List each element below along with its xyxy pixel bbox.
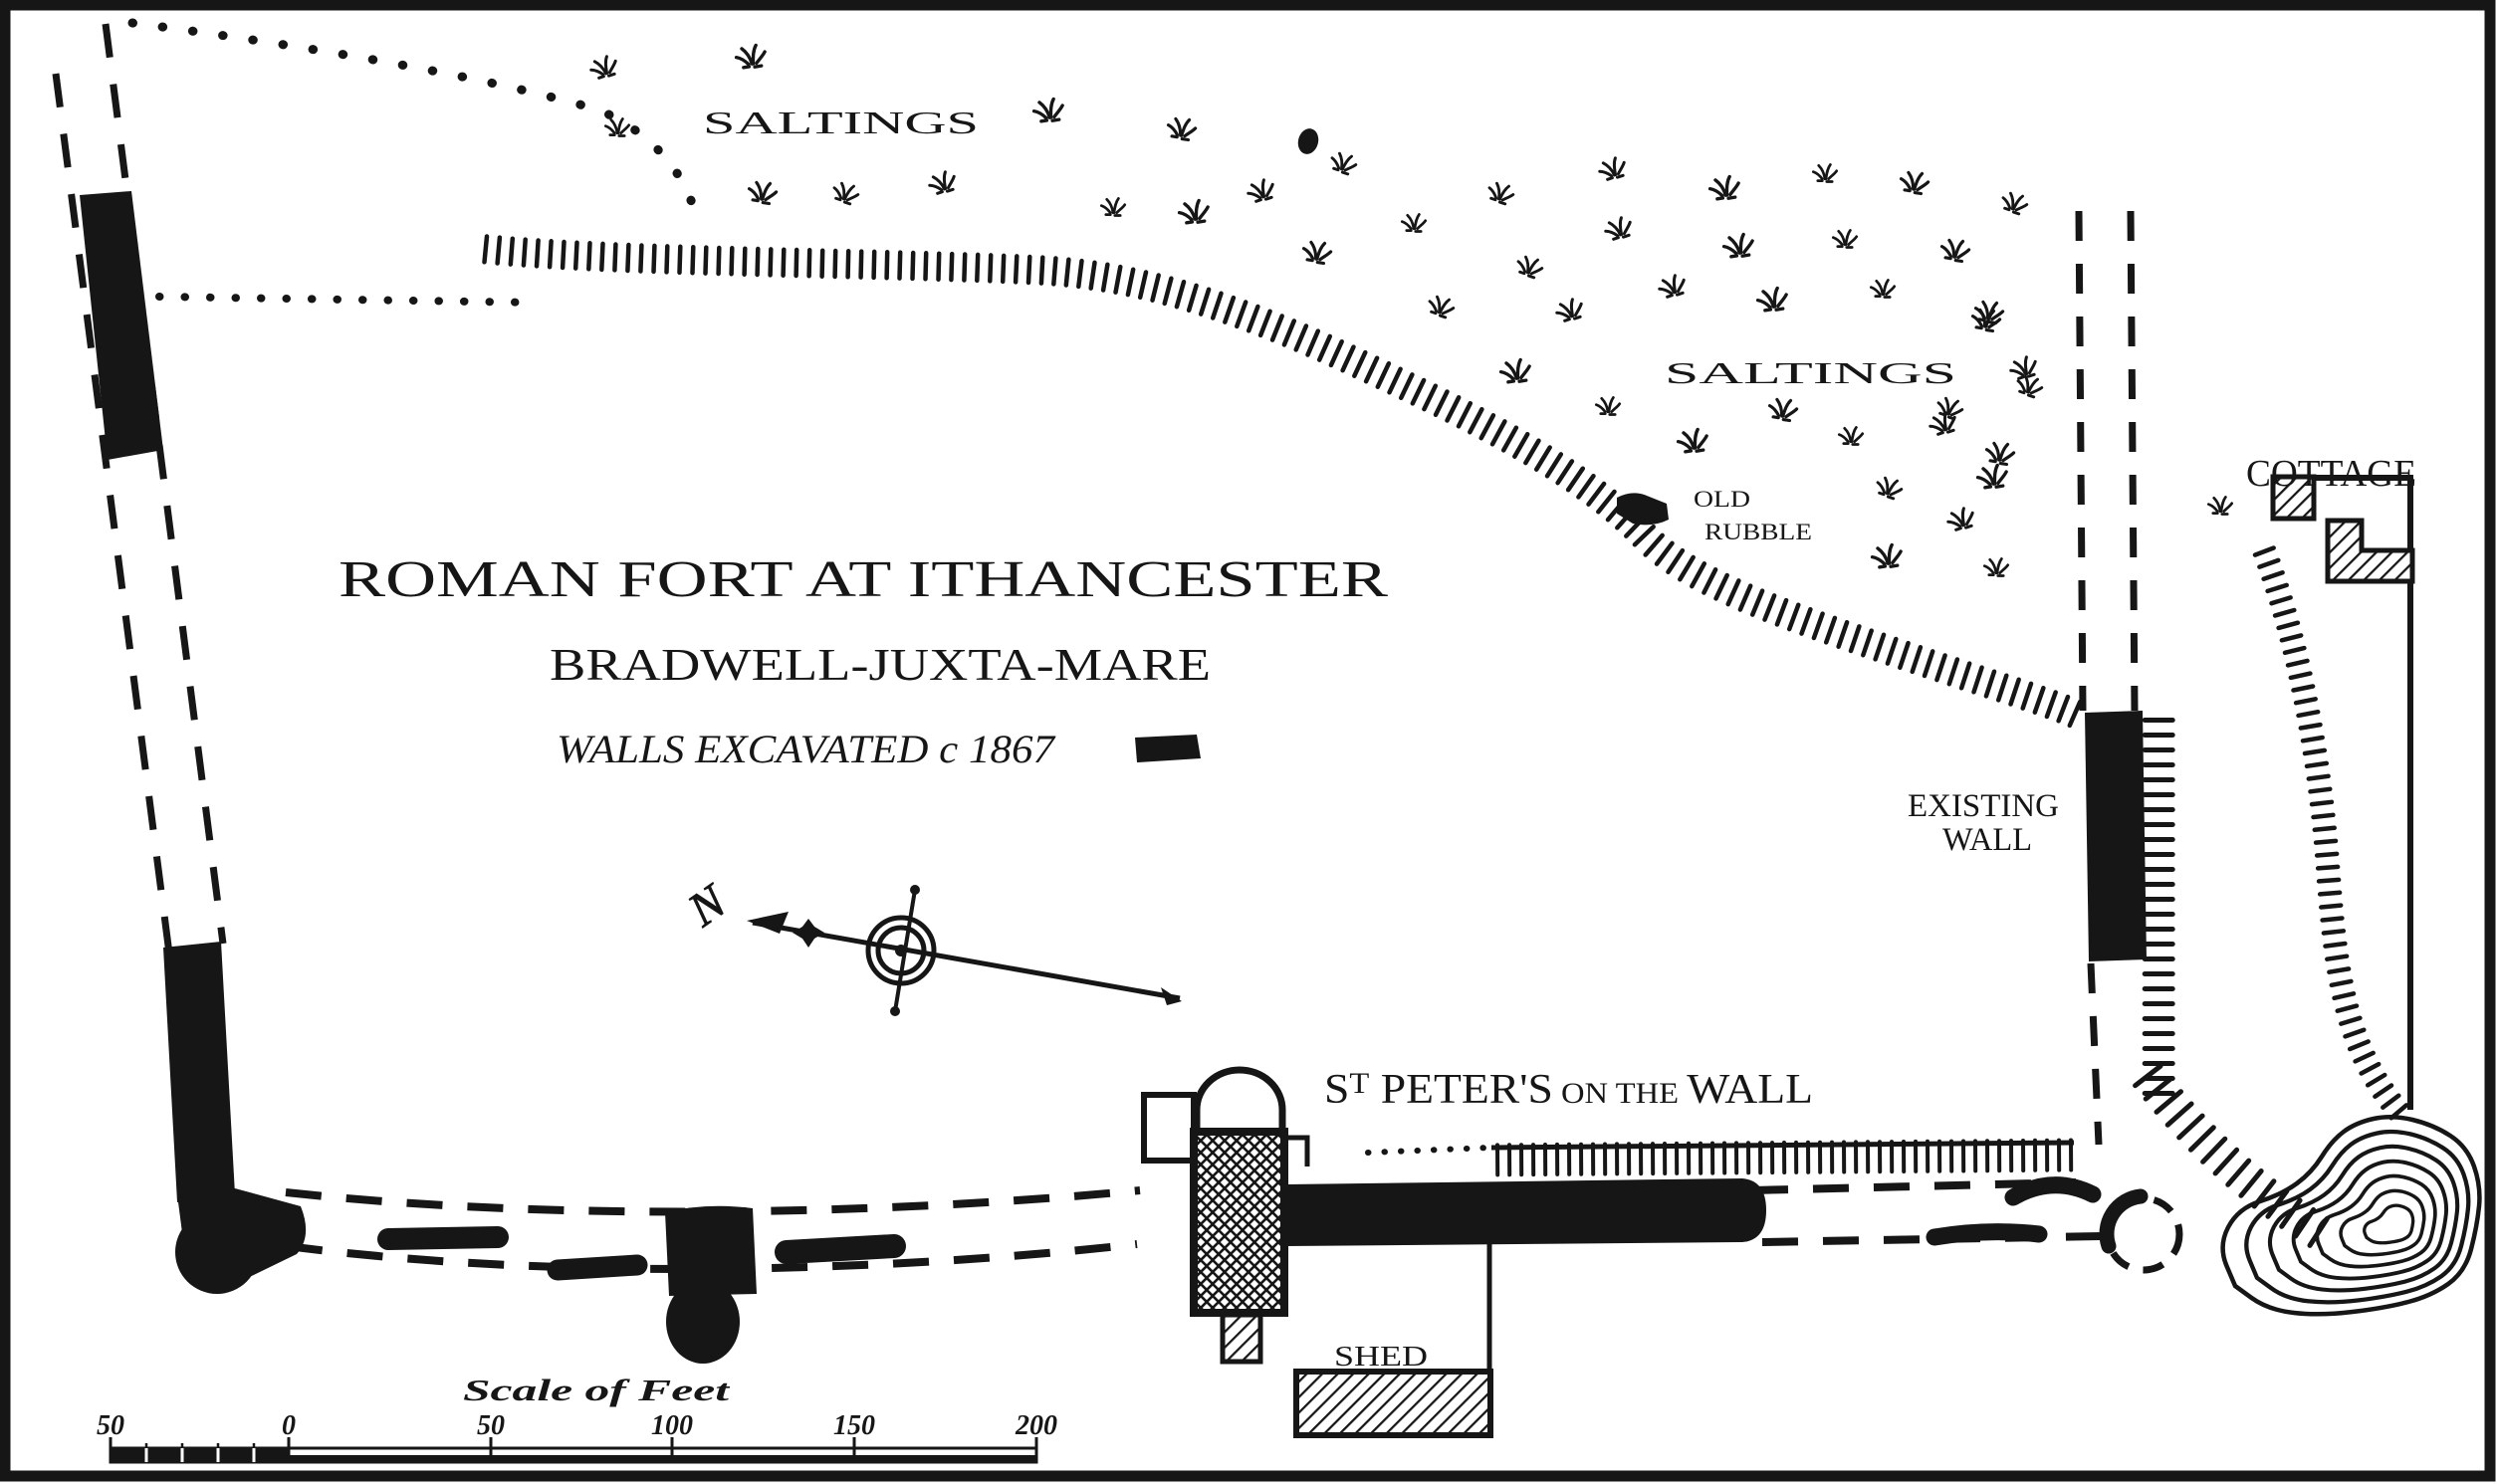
east-wall-dashed-south <box>2087 962 2103 1146</box>
scale-bar: Scale of Feet 50 0 50 100 150 200 <box>97 1373 1057 1464</box>
mound-contours <box>2220 1115 2482 1317</box>
saltings-east-label: SALTINGS <box>1665 355 1956 390</box>
sw-corner-bastion <box>175 1210 259 1294</box>
west-wall-outer-dashed <box>52 73 173 954</box>
south-wall-upper-dashed <box>285 1186 1141 1216</box>
cottage-label: COTTAGE <box>2246 453 2416 495</box>
scale-title: Scale of Feet <box>463 1373 731 1407</box>
south-wall-segment-1 <box>377 1226 509 1250</box>
chapel-annexe <box>1141 1092 1197 1164</box>
existing-wall-block <box>2085 711 2147 961</box>
map-subtitle: BRADWELL-JUXTA-MARE <box>550 639 1211 690</box>
legend-text: WALLS EXCAVATED c 1867 <box>557 727 1056 771</box>
north-arrowhead-icon <box>747 912 789 934</box>
west-wall-inner-dashed <box>102 23 227 945</box>
south-wall-segment-3 <box>775 1234 906 1264</box>
old-rubble-blob <box>1617 493 1669 526</box>
needle-tail-icon <box>1161 987 1182 1005</box>
dotted-line-west-interior <box>155 293 542 307</box>
east-wall-inner-dashed <box>2127 210 2139 712</box>
se-bastion-arc <box>2099 1188 2149 1254</box>
north-needle <box>752 920 1181 1001</box>
old-rubble-label-2: RUBBLE <box>1704 520 1812 544</box>
south-wall-segment-2 <box>547 1254 648 1281</box>
old-rubble-label-1: OLD <box>1694 487 1750 512</box>
scale-bar-body <box>109 1437 1038 1464</box>
shed-building <box>1293 1369 1493 1438</box>
existing-wall-label-1: EXISTING <box>1908 788 2059 824</box>
legend-swatch <box>1135 735 1201 762</box>
south-wall-lower-dashed <box>286 1240 1138 1273</box>
scale-label-50L: 50 <box>97 1410 124 1441</box>
se-corner-fragment <box>2004 1176 2102 1206</box>
chancel-stub-line <box>1286 1135 1310 1166</box>
cottage-building <box>2325 518 2415 584</box>
excavated-walls <box>80 128 2149 1364</box>
west-wall-segment-2 <box>163 942 235 1202</box>
cottage-enclosure-line <box>2313 475 2413 1110</box>
buildings <box>1141 474 2415 1438</box>
chapel-body <box>1190 1128 1288 1317</box>
wall-top-line <box>1490 1140 2075 1151</box>
compass-cross-dot-s <box>890 1006 900 1016</box>
chapel-apse <box>1193 1066 1286 1135</box>
cottage-outbuilding <box>2270 474 2317 522</box>
st-peters-label: ST PETER'S ON THE WALL <box>1324 1067 1813 1113</box>
chapel-wall-black <box>1286 1178 1766 1246</box>
north-label: N <box>678 874 738 938</box>
scale-label-150: 150 <box>833 1410 875 1441</box>
existing-wall-label-2: WALL <box>1942 822 2032 858</box>
compass: N <box>678 873 1182 1016</box>
scale-label-200: 200 <box>1015 1410 1057 1441</box>
south-wall-segment-east <box>1926 1223 2048 1246</box>
chapel-porch <box>1220 1312 1263 1365</box>
saltings-dot <box>1297 128 1319 154</box>
map-title: ROMAN FORT AT ITHANCESTER <box>339 551 1388 608</box>
south-turret-bastion <box>666 1280 740 1364</box>
shed-label: SHED <box>1334 1342 1428 1373</box>
scale-label-0: 0 <box>282 1410 296 1441</box>
saltings-west-label: SALTINGS <box>703 105 979 140</box>
east-wall-outer-dashed <box>2075 210 2087 712</box>
needle-star-icon <box>793 919 824 948</box>
labels: ROMAN FORT AT ITHANCESTER BRADWELL-JUXTA… <box>339 105 2416 1373</box>
west-wall-segment-1 <box>80 191 163 460</box>
scale-label-50: 50 <box>477 1410 505 1441</box>
dotted-line-chapel <box>1365 1145 1493 1156</box>
south-turret <box>665 1205 757 1296</box>
scale-tick-labels: 50 0 50 100 150 200 <box>97 1410 1057 1441</box>
scale-label-100: 100 <box>651 1410 693 1441</box>
compass-cross-dot-n <box>910 885 920 895</box>
